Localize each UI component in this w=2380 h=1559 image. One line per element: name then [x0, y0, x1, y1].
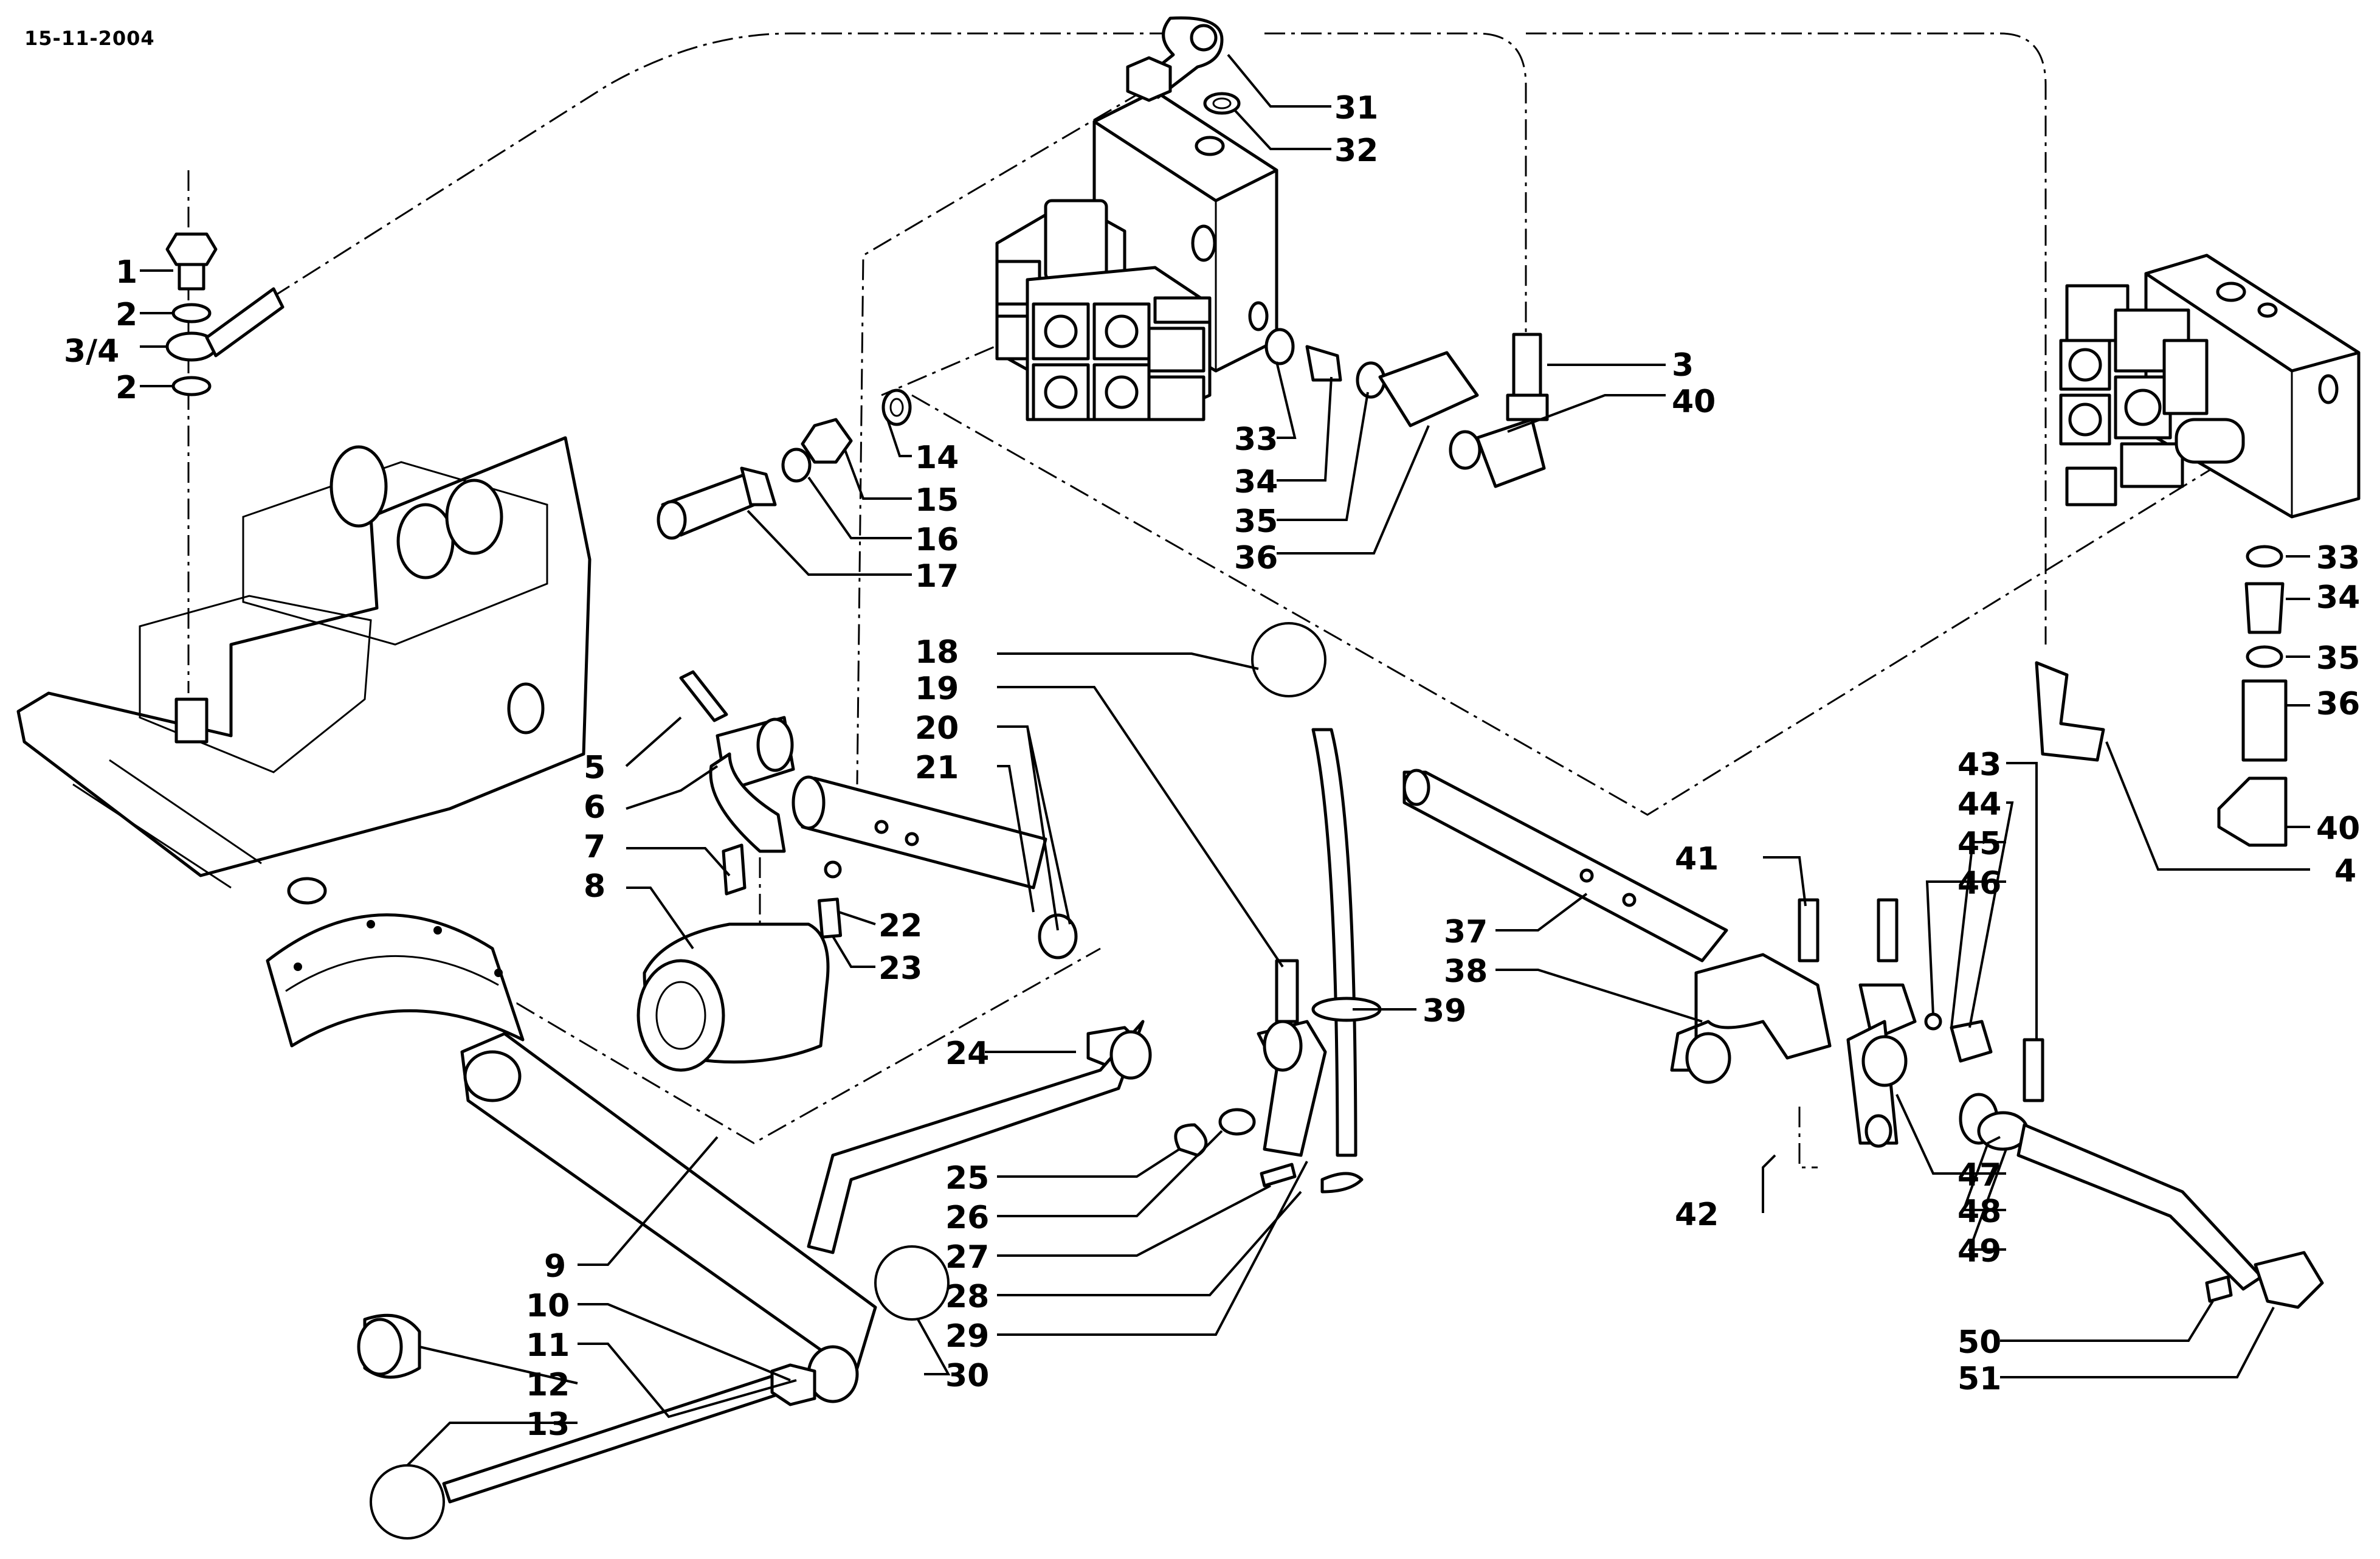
callout-label: 28	[945, 1279, 989, 1315]
auxiliary-valve-block	[2059, 254, 2361, 519]
callout-label: 4	[2334, 853, 2356, 890]
callout-label: 35	[2316, 640, 2360, 677]
callout-label: 15	[915, 482, 959, 519]
callout-label: 33	[2316, 540, 2360, 576]
control-valve-block	[995, 89, 1278, 421]
callout-label: 42	[1675, 1197, 1719, 1233]
callout-label: 27	[945, 1239, 989, 1276]
callout-label: 38	[1444, 953, 1488, 990]
callout-label: 48	[1957, 1194, 2001, 1230]
callout-label: 23	[878, 950, 922, 987]
callout-label: 36	[1234, 540, 1278, 576]
callout-label: 22	[878, 908, 922, 944]
callout-label: 24	[945, 1035, 989, 1072]
callout-label: 49	[1957, 1233, 2001, 1270]
callout-label: 18	[915, 634, 959, 671]
callout-label: 45	[1957, 826, 2001, 862]
callout-label: 25	[945, 1160, 989, 1197]
callout-label: 12	[526, 1367, 570, 1403]
callout-label: 34	[1234, 464, 1278, 500]
hydraulic-fittings	[657, 16, 2288, 847]
callout-label: 8	[584, 868, 605, 905]
callout-label: 40	[1672, 384, 1716, 420]
callout-label: 13	[526, 1406, 570, 1443]
callout-label: 34	[2316, 579, 2360, 616]
callout-label: 21	[915, 750, 959, 786]
callout-label: 44	[1957, 786, 2001, 823]
callout-label: 46	[1957, 865, 2001, 902]
callout-label: 17	[915, 558, 959, 595]
levers-and-rods	[357, 622, 2324, 1540]
callout-label: 6	[584, 789, 605, 826]
callout-label: 2	[116, 370, 137, 406]
callout-label: 1	[116, 254, 137, 291]
callout-label: 51	[1957, 1361, 2001, 1397]
callout-label: 5	[584, 750, 605, 786]
callout-label: 30	[945, 1358, 989, 1394]
callout-label: 3	[1672, 347, 1694, 384]
callout-label: 20	[915, 710, 959, 747]
callout-label: 19	[915, 671, 959, 707]
callout-label: 9	[544, 1248, 566, 1285]
callout-label: 47	[1957, 1157, 2001, 1194]
callout-label: 31	[1334, 90, 1378, 126]
transmission-housing	[16, 436, 592, 1048]
callout-label: 7	[584, 829, 605, 865]
callout-label: 32	[1334, 133, 1378, 169]
callout-label: 3/4	[64, 333, 119, 370]
callout-label: 33	[1234, 421, 1278, 458]
callout-label: 50	[1957, 1324, 2001, 1361]
callout-label: 14	[915, 440, 959, 476]
drawing-date: 15-11-2004	[24, 27, 155, 50]
callout-label: 36	[2316, 686, 2360, 722]
leader-lines	[140, 54, 2310, 1467]
callout-label: 2	[116, 297, 137, 333]
callout-label: 16	[915, 522, 959, 558]
callout-label: 29	[945, 1318, 989, 1355]
callout-label: 26	[945, 1200, 989, 1236]
shift-linkage-parts	[636, 670, 1364, 1254]
banjo-bolt-assembly	[165, 232, 285, 396]
callout-label: 40	[2316, 811, 2360, 847]
callout-label: 41	[1675, 841, 1719, 877]
callout-labels: 1 2 3/4 2 31 32 3 40 14 15 16 17 33 34 3…	[64, 90, 2360, 1443]
callout-label: 43	[1957, 747, 2001, 783]
callout-label: 11	[526, 1327, 570, 1364]
callout-label: 39	[1423, 993, 1466, 1029]
callout-label: 37	[1444, 914, 1488, 950]
callout-label: 10	[526, 1288, 570, 1324]
callout-label: 35	[1234, 503, 1278, 540]
